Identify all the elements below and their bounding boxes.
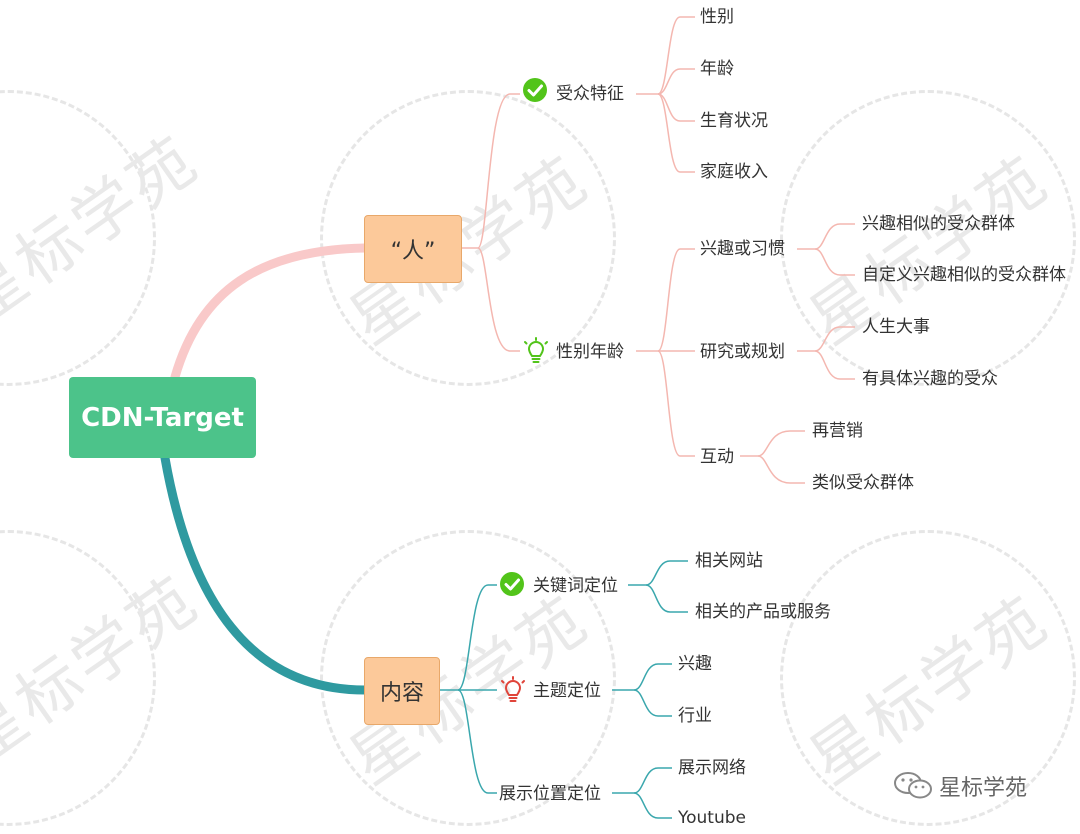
audience-features-topic[interactable]: 受众特征 [556, 84, 624, 104]
interaction-item[interactable]: 类似受众群体 [812, 473, 914, 493]
keyword-targeting-topic[interactable]: 关键词定位 [533, 576, 618, 596]
keyword-item[interactable]: 相关网站 [695, 551, 763, 571]
check-icon [523, 78, 547, 102]
watermark-circle [320, 90, 616, 386]
audience-item[interactable]: 性别 [700, 7, 734, 27]
content-sub-lines [438, 560, 688, 819]
research-plan-topic[interactable]: 研究或规划 [700, 342, 785, 362]
research-item[interactable]: 人生大事 [862, 317, 930, 337]
placement-item[interactable]: 展示网络 [678, 758, 746, 778]
brand-name: 星标学苑 [939, 776, 1028, 801]
interaction-item[interactable]: 再营销 [812, 421, 863, 441]
research-item[interactable]: 有具体兴趣的受众 [862, 369, 998, 389]
people-branch-line [170, 243, 370, 382]
gender-age-topic[interactable]: 性别年龄 [556, 342, 624, 362]
interaction-topic[interactable]: 互动 [700, 447, 734, 467]
wechat-icon [894, 772, 932, 799]
people-sub-lines [460, 16, 855, 484]
keyword-item[interactable]: 相关的产品或服务 [695, 602, 831, 622]
placement-item[interactable]: Youtube [678, 808, 746, 828]
placement-targeting-topic[interactable]: 展示位置定位 [499, 784, 601, 804]
interest-item[interactable]: 自定义兴趣相似的受众群体 [862, 265, 1066, 285]
watermark-circle [780, 90, 1076, 386]
interest-item[interactable]: 兴趣相似的受众群体 [862, 214, 1015, 234]
lightbulb-icon [524, 337, 548, 363]
audience-item[interactable]: 家庭收入 [700, 162, 768, 182]
root-node[interactable]: CDN-Target [69, 377, 256, 458]
topic-item[interactable]: 行业 [678, 706, 712, 726]
watermark-circle [780, 530, 1076, 826]
lightbulb-icon [501, 676, 525, 702]
interest-habit-topic[interactable]: 兴趣或习惯 [700, 239, 785, 259]
check-icon [500, 572, 524, 596]
people-node[interactable]: “人” [364, 215, 462, 283]
topic-targeting-topic[interactable]: 主题定位 [533, 681, 601, 701]
content-branch-line [160, 453, 370, 695]
audience-item[interactable]: 生育状况 [700, 111, 768, 131]
content-node[interactable]: 内容 [364, 657, 440, 725]
brand-mark: 星标学苑 [893, 770, 1027, 802]
watermark-circle [320, 530, 616, 826]
audience-item[interactable]: 年龄 [700, 59, 734, 79]
topic-item[interactable]: 兴趣 [678, 654, 712, 674]
